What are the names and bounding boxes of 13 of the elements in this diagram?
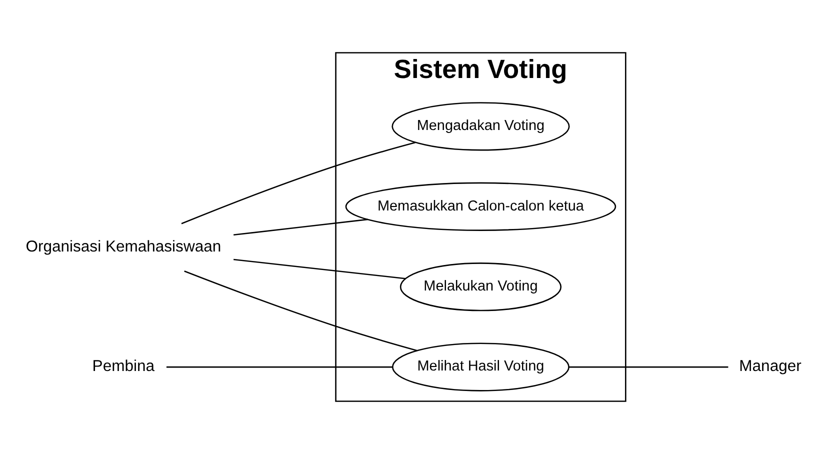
node-text: Organisasi Kemahasiswaan xyxy=(26,238,222,255)
node-ellipse: Melakukan Voting xyxy=(400,262,562,311)
node-text: Manager xyxy=(739,358,802,375)
connector xyxy=(234,258,406,279)
connector xyxy=(233,218,368,236)
connector xyxy=(184,270,418,351)
node-ellipse: Memasukkan Calon-calon ketua xyxy=(345,182,616,230)
node-ellipse: Mengadakan Voting xyxy=(392,102,570,150)
node-text: Pembina xyxy=(92,358,155,375)
connector xyxy=(568,366,728,368)
connector xyxy=(181,141,416,224)
connector xyxy=(166,366,393,368)
node-ellipse: Melihat Hasil Voting xyxy=(392,342,570,391)
